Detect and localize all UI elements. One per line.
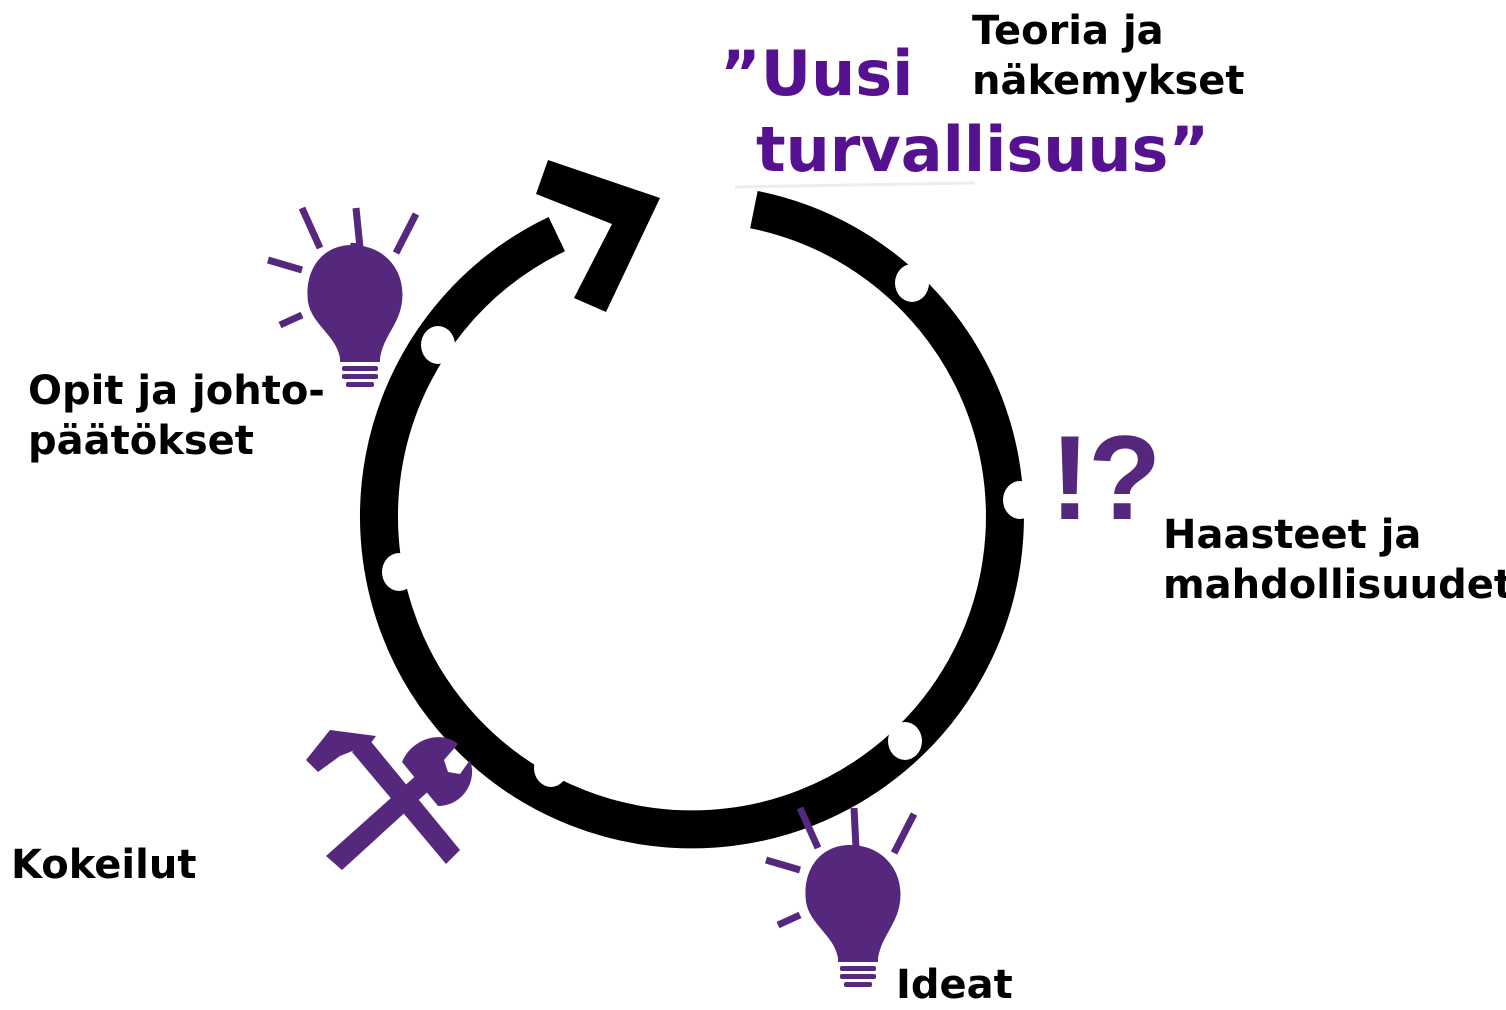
cycle-dot [888, 722, 922, 760]
lightbulb-icon [267, 206, 420, 387]
cycle-dot [1003, 481, 1037, 519]
cycle-dot [534, 749, 568, 787]
label-experiments: Kokeilut [11, 842, 197, 888]
cycle-dot [421, 326, 455, 364]
cycle-arrow-ring [359, 190, 1024, 849]
hammer-and-wrench-icon [306, 730, 473, 870]
label-learnings-line-2: päätökset [28, 418, 254, 464]
title-line-2: turvallisuus” [756, 113, 1210, 186]
cycle-dots [382, 264, 1037, 787]
label-challenges-line-2: mahdollisuudet [1163, 562, 1506, 608]
exclamation-question-icon: !? [1050, 411, 1161, 545]
cycle-arrow-head [536, 160, 660, 312]
title-underline [734, 181, 976, 189]
label-learnings-line-1: Opit ja johto- [28, 368, 325, 414]
label-challenges-line-1: Haasteet ja [1163, 512, 1422, 558]
cycle-dot [895, 264, 929, 302]
label-ideas: Ideat [896, 962, 1013, 1008]
cycle-dot [382, 553, 416, 591]
label-theory-line-1: Teoria ja [972, 8, 1164, 54]
lightbulb-icon [765, 806, 918, 987]
label-theory-line-2: näkemykset [972, 58, 1245, 104]
title-line-1: ”Uusi [720, 37, 914, 110]
